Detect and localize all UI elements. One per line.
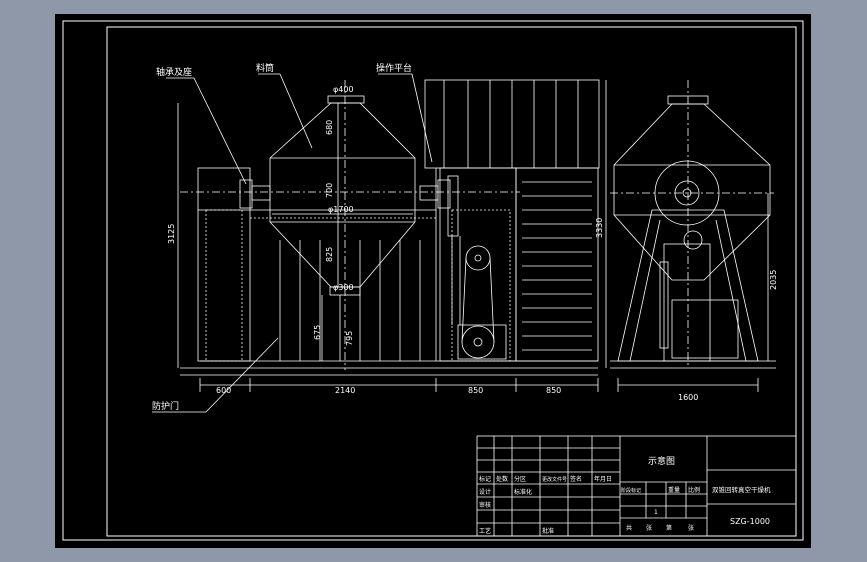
callout-bearing-seat: 轴承及座 [156, 66, 192, 78]
dim-platform-height: 3330 [595, 218, 604, 238]
title-block [476, 435, 797, 537]
dim-outlet-height: 675 [313, 325, 322, 340]
dim-side-width: 1600 [678, 393, 698, 402]
dim-bottom-port: φ300 [333, 283, 354, 292]
callout-labels: 轴承及座 料筒 操作平台 防护门 [152, 62, 412, 412]
drawing-title: 示意图 [648, 455, 675, 467]
weight: 重量 [668, 486, 680, 494]
side-view [610, 80, 776, 392]
row-label-process: 工艺 [479, 527, 491, 535]
dim-cylinder: 700 [325, 183, 334, 198]
dim-lower-cone: 825 [325, 247, 334, 262]
sheet-num-label: 第 [666, 524, 672, 532]
approval: 批准 [542, 527, 554, 535]
dim-top-port: φ400 [333, 85, 354, 94]
dim-width-left: 600 [216, 386, 231, 395]
dim-side-height: 2035 [769, 270, 778, 290]
mark-cell-count: 处数 [496, 475, 508, 483]
model-number: SZG-1000 [730, 517, 770, 526]
standardization: 标准化 [514, 488, 532, 496]
stage-mark: 阶段标记 [621, 487, 641, 494]
mark-cell-change: 更改文件号 [542, 476, 567, 483]
sheet-total-unit: 张 [646, 524, 652, 532]
scale-value: 1 [654, 509, 658, 516]
front-view [152, 73, 599, 413]
dim-width-main: 2140 [335, 386, 355, 395]
row-label-review: 审核 [479, 501, 491, 509]
inner-border [106, 26, 797, 537]
row-label-design: 设计 [479, 488, 491, 496]
callout-hopper: 料筒 [256, 62, 274, 74]
row-label-mark: 标记 [479, 475, 491, 483]
sheet-num-unit: 张 [688, 524, 694, 532]
dim-diameter: φ1700 [328, 205, 354, 214]
dim-width-drive: 850 [468, 386, 483, 395]
callout-platform: 操作平台 [376, 62, 412, 74]
sheet-total-label: 共 [626, 524, 632, 532]
operating-platform [424, 79, 607, 368]
title-block-text: 示意图 双锥回转真空干燥机 SZG-1000 标记 设计 审核 工艺 处数 分区… [479, 455, 771, 535]
dimension-labels: φ400 φ300 680 700 φ1700 825 675 795 3125… [167, 85, 778, 402]
scale: 比例 [688, 486, 700, 494]
mark-cell-sign: 签名 [570, 475, 582, 483]
drawing-sheet [55, 14, 811, 548]
mark-cell-zone: 分区 [514, 475, 526, 483]
dim-upper-cone: 680 [325, 120, 334, 135]
product-name: 双锥回转真空干燥机 [712, 485, 771, 494]
dim-frame-height: 795 [345, 331, 354, 346]
mark-cell-date: 年月日 [594, 475, 612, 483]
dim-width-stairs: 850 [546, 386, 561, 395]
dim-total-height: 3125 [167, 224, 176, 244]
callout-guard-door: 防护门 [152, 400, 179, 412]
outer-border [62, 20, 804, 541]
